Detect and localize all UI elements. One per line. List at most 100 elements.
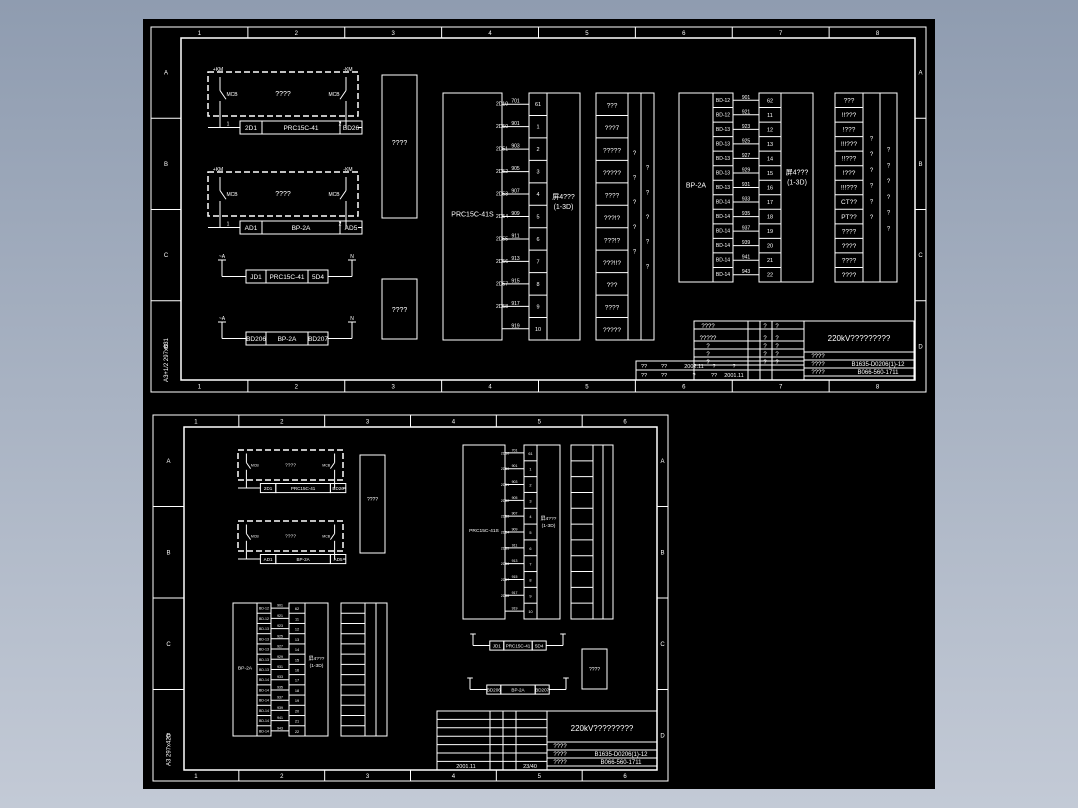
terminal-code: BD-14	[259, 688, 269, 692]
description-text: ????	[842, 243, 857, 250]
wire-number: 937	[742, 226, 751, 232]
row-marker: B	[918, 162, 922, 168]
meta-cell: ?	[712, 364, 715, 370]
switch-blade	[329, 462, 336, 469]
wire-number: 925	[742, 138, 751, 144]
info-label: ????	[811, 362, 825, 368]
column-marker: 1	[198, 385, 202, 391]
terminal-number: 6	[529, 547, 531, 551]
terminal-code: 2D55	[501, 546, 509, 550]
wire-number: 911	[512, 543, 518, 547]
terminal-number: 4	[529, 515, 532, 519]
terminal-number: 62	[767, 98, 773, 104]
terminal-number: 62	[295, 607, 299, 611]
terminal-number: 19	[767, 229, 773, 235]
wire-number: 903	[512, 480, 518, 484]
breaker-dashed-box	[237, 520, 344, 552]
terminal-code: 2D52	[496, 169, 508, 175]
terminal-code: BD-14	[716, 272, 730, 278]
mark-text: ?	[646, 215, 650, 221]
column-marker: 3	[392, 385, 396, 391]
terminal-code: 2D50	[496, 124, 508, 130]
title-cell: ?	[763, 352, 767, 358]
switch-blade	[219, 190, 227, 200]
meta-cell: ??	[711, 373, 717, 379]
title-cell: ?	[775, 324, 779, 330]
column-marker: 2	[295, 385, 299, 391]
column-marker: 6	[682, 31, 686, 37]
cabinet-block	[304, 602, 329, 737]
aux-box	[381, 74, 418, 219]
row-marker: D	[166, 733, 171, 739]
terminal-code: 2D54	[496, 214, 508, 220]
supply-label: ~A	[219, 254, 226, 260]
terminal-box-label: BD26	[332, 486, 344, 491]
terminal-box-label: PRC15C-41	[269, 274, 304, 281]
terminal-number: 20	[767, 244, 773, 250]
mark-column	[879, 92, 898, 283]
wire-number: 919	[512, 607, 518, 611]
terminal-number: 15	[295, 658, 299, 662]
column-marker: 5	[585, 31, 589, 37]
title-cell: ?	[706, 344, 710, 350]
terminal-number: 11	[295, 617, 299, 621]
wire-number: 901	[742, 95, 751, 101]
terminal-code: BD-14	[259, 719, 269, 723]
terminal-number: 10	[535, 327, 541, 333]
switch-blade	[245, 462, 252, 469]
canvas-background	[143, 19, 935, 789]
terminal-number: 17	[767, 200, 773, 206]
column-marker: 5	[538, 420, 542, 426]
terminal-box-label: JD1	[250, 274, 262, 281]
wire-number: 941	[277, 716, 283, 720]
terminal-box-label: PRC15C-41	[283, 125, 318, 132]
switch-blade	[339, 90, 347, 100]
mark-column	[375, 602, 388, 737]
title-cell: ?	[775, 336, 779, 342]
terminal-code: BD-12	[716, 98, 730, 104]
wire-number: 943	[277, 726, 283, 730]
column-marker: 2	[280, 774, 284, 780]
terminal-number: 6	[536, 237, 539, 243]
terminal-code: BD-13	[716, 170, 730, 176]
terminal-code: BD-13	[259, 648, 269, 652]
wire-number: 931	[277, 665, 283, 669]
terminal-code: BD-12	[259, 617, 269, 621]
terminal-code: 2D58	[501, 594, 509, 598]
mark-text: ?	[870, 152, 874, 158]
column-marker: 1	[194, 420, 198, 426]
terminal-code: BD-14	[259, 678, 269, 682]
wire-number: 907	[511, 189, 520, 195]
column-marker: 7	[779, 31, 783, 37]
terminal-code: 2D58	[496, 304, 508, 310]
terminal-box-label: BP-2A	[292, 225, 311, 232]
wire-number: 701	[512, 448, 518, 452]
mark-text: ?	[887, 195, 891, 201]
supply-label: ~A	[219, 316, 226, 322]
info-label: ????	[553, 760, 567, 766]
mark-column	[640, 92, 655, 341]
wire-number: 917	[511, 301, 520, 307]
row-marker: B	[166, 550, 170, 556]
switch-label: MCB	[251, 535, 259, 539]
column-marker: 5	[585, 385, 589, 391]
column-marker: 2	[295, 31, 299, 37]
info-label: ????	[811, 354, 825, 360]
terminal-code: 2D55	[496, 236, 508, 242]
terminal-number: 21	[295, 720, 299, 724]
terminal-code: BD-13	[716, 127, 730, 133]
switch-label: MCB	[322, 535, 330, 539]
mark-text: ?	[870, 199, 874, 205]
device-label: BP-2A	[686, 183, 707, 190]
cabinet-block	[546, 92, 581, 341]
wire-number: 933	[742, 197, 751, 203]
terminal-box-label: AD5	[334, 557, 343, 562]
terminal-box-label: AD1	[264, 557, 273, 562]
terminal-code: BD-14	[259, 699, 269, 703]
terminal-code: BD-14	[716, 258, 730, 264]
cabinet-label: 屏4???	[541, 516, 557, 522]
switch-label: MCB	[226, 192, 238, 198]
meta-cell: ?	[692, 373, 695, 379]
wire-number: 941	[742, 255, 751, 261]
info-label: ????	[811, 370, 825, 376]
